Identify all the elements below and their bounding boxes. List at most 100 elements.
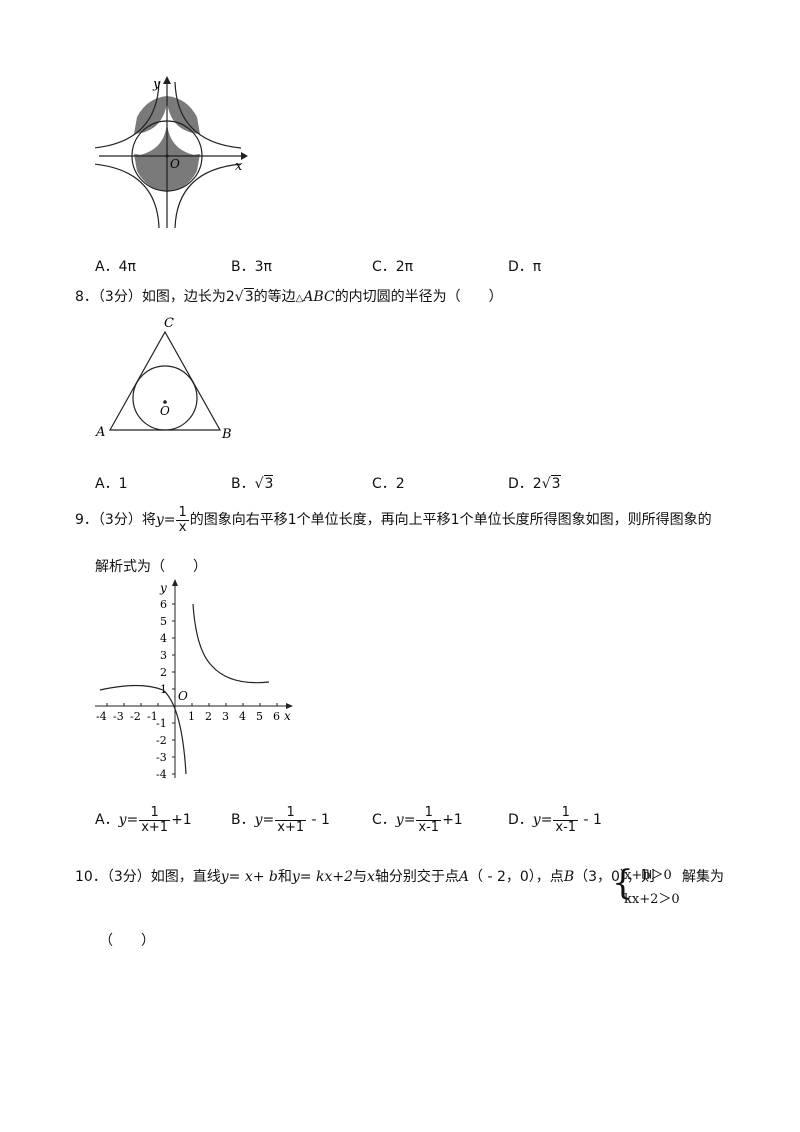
q10-stem-line2: （ ） [99, 933, 155, 949]
q9-stem-line2: 解析式为（ ） [95, 559, 207, 575]
q9-ytick-1: 1 [160, 683, 167, 696]
q8-label-o: O [160, 404, 170, 418]
q7-option-a[interactable]: A．4π [95, 259, 136, 275]
q10-coord-b: （3，0），则 [574, 869, 655, 885]
q7-hyperbola-bl [95, 163, 160, 229]
q10-number: 10． [75, 869, 107, 885]
q9-x-arrow [286, 703, 293, 709]
q8-stem-post: 的内切圆的半径为（ ） [334, 289, 503, 305]
q9-y-arrow [172, 579, 178, 586]
q9-ytick-6: 6 [160, 598, 167, 611]
q8-sqrt: √3 [234, 288, 254, 305]
q10-stem: 10．（3分）如图，直线y= x+ b和y= kx+2与x轴分别交于点A（ - … [75, 866, 655, 886]
q9-xtick-m1: -1 [147, 710, 158, 723]
q8-center-dot [163, 400, 167, 404]
q7-hyperbola-tr [174, 81, 242, 149]
q10-t4: 轴分别交于点 [374, 869, 459, 885]
q10-t3: 与 [353, 869, 367, 885]
q7-y-label: y [152, 77, 161, 92]
q9-xtick-6: 6 [273, 710, 280, 723]
q9-curve-left [99, 684, 187, 775]
q10-eq2: y= kx+2 [291, 869, 353, 885]
q10-system-line2: kx+2＞0 [624, 892, 680, 907]
q9-origin-label: O [178, 689, 188, 703]
q9-xtick-2: 2 [205, 710, 212, 723]
q7-shade-bl [134, 154, 167, 192]
q8-figure: C A B O [95, 316, 232, 442]
q10-point-a: A [458, 869, 470, 885]
q7-hyperbola-br [174, 163, 242, 229]
q9-ytick-m3: -3 [156, 751, 167, 764]
q9-ytick-5: 5 [160, 615, 167, 628]
q9-ytick-4: 4 [160, 632, 167, 645]
q10-system-line1: x+b＞0 [624, 868, 672, 883]
q9-stem-pre: 将 [141, 512, 156, 529]
q9-xtick-m2: -2 [130, 710, 141, 723]
q9-ytick-2: 2 [160, 666, 167, 679]
q8-label-c: C [164, 316, 174, 331]
q8-label-a: A [95, 425, 105, 440]
q9-xtick-4: 4 [239, 710, 246, 723]
q7-x-label: x [235, 159, 243, 174]
q8-incircle [132, 365, 198, 431]
q7-figure: y x O [95, 76, 248, 229]
q9-ytick-m2: -2 [156, 734, 167, 747]
q9-figure: 6 5 4 3 2 1 -1 -2 -3 -4 -4 -3 -2 -1 1 2 … [95, 579, 293, 781]
q8-score: （3分） [97, 289, 142, 305]
q8-option-d[interactable]: D．2√3 [508, 475, 561, 492]
q7-y-arrow [163, 76, 171, 84]
q10-xvar: x [367, 869, 375, 885]
q8-label-b: B [221, 427, 232, 442]
q7-option-b[interactable]: B．3π [231, 259, 272, 275]
q8-triangle-symbol: △ [295, 293, 304, 304]
q8-stem-pre: 如图，边长为 [141, 289, 226, 305]
q8-option-a[interactable]: A．1 [95, 476, 128, 492]
q8-stem-mid: 的等边 [253, 289, 296, 305]
q8-coef: 2 [225, 289, 235, 305]
q7-shade-tr [167, 96, 200, 134]
q9-score: （3分） [97, 512, 142, 529]
q8-option-c[interactable]: C．2 [372, 476, 405, 492]
q7-origin-dot [165, 154, 169, 158]
q9-ytick-3: 3 [160, 649, 167, 662]
q9-xtick-m3: -3 [113, 710, 124, 723]
q9-stem-post: 的图象向右平移1个单位长度，再向上平移1个单位长度所得图象如图，则所得图象的 [189, 512, 712, 529]
q9-xtick-3: 3 [222, 710, 229, 723]
q8-number: 8． [75, 289, 98, 305]
q7-shade-tl [134, 96, 167, 134]
q9-ytick-m4: -4 [156, 768, 167, 781]
q9-number: 9． [75, 512, 98, 529]
q7-option-d[interactable]: D．π [508, 259, 542, 275]
q9-xtick-m4: -4 [96, 710, 107, 723]
q9-xtick-5: 5 [256, 710, 263, 723]
q9-y-eq: y= [155, 512, 176, 529]
q10-score: （3分） [106, 869, 151, 885]
q9-y-label: y [159, 581, 167, 595]
q10-system-brace: { [612, 863, 634, 903]
q9-ytick-m1: -1 [156, 717, 167, 730]
q9-curve-right [192, 603, 270, 684]
q8-abc: ABC [303, 289, 335, 305]
q7-hyperbola-tl [95, 81, 160, 149]
q10-t5: 解集为 [682, 869, 724, 885]
q9-xtick-1: 1 [188, 710, 195, 723]
q7-shade-br [167, 154, 200, 192]
q7-origin-label: O [170, 157, 180, 171]
q10-eq1: y= x+ b [220, 869, 278, 885]
q10-t2: 和 [277, 869, 292, 885]
q9-x-label: x [284, 709, 291, 723]
q8-option-b[interactable]: B．√3 [231, 475, 274, 492]
q7-option-c[interactable]: C．2π [372, 259, 414, 275]
q9-y-ticks [172, 603, 175, 775]
q7-x-arrow [241, 152, 248, 160]
q10-point-b: B [563, 869, 575, 885]
q9-x-ticks [106, 703, 278, 706]
q8-stem: 8．（3分）如图，边长为2√3的等边△ABC的内切圆的半径为（ ） [75, 286, 503, 306]
q10-coord-a: （ - 2，0），点 [469, 869, 564, 885]
